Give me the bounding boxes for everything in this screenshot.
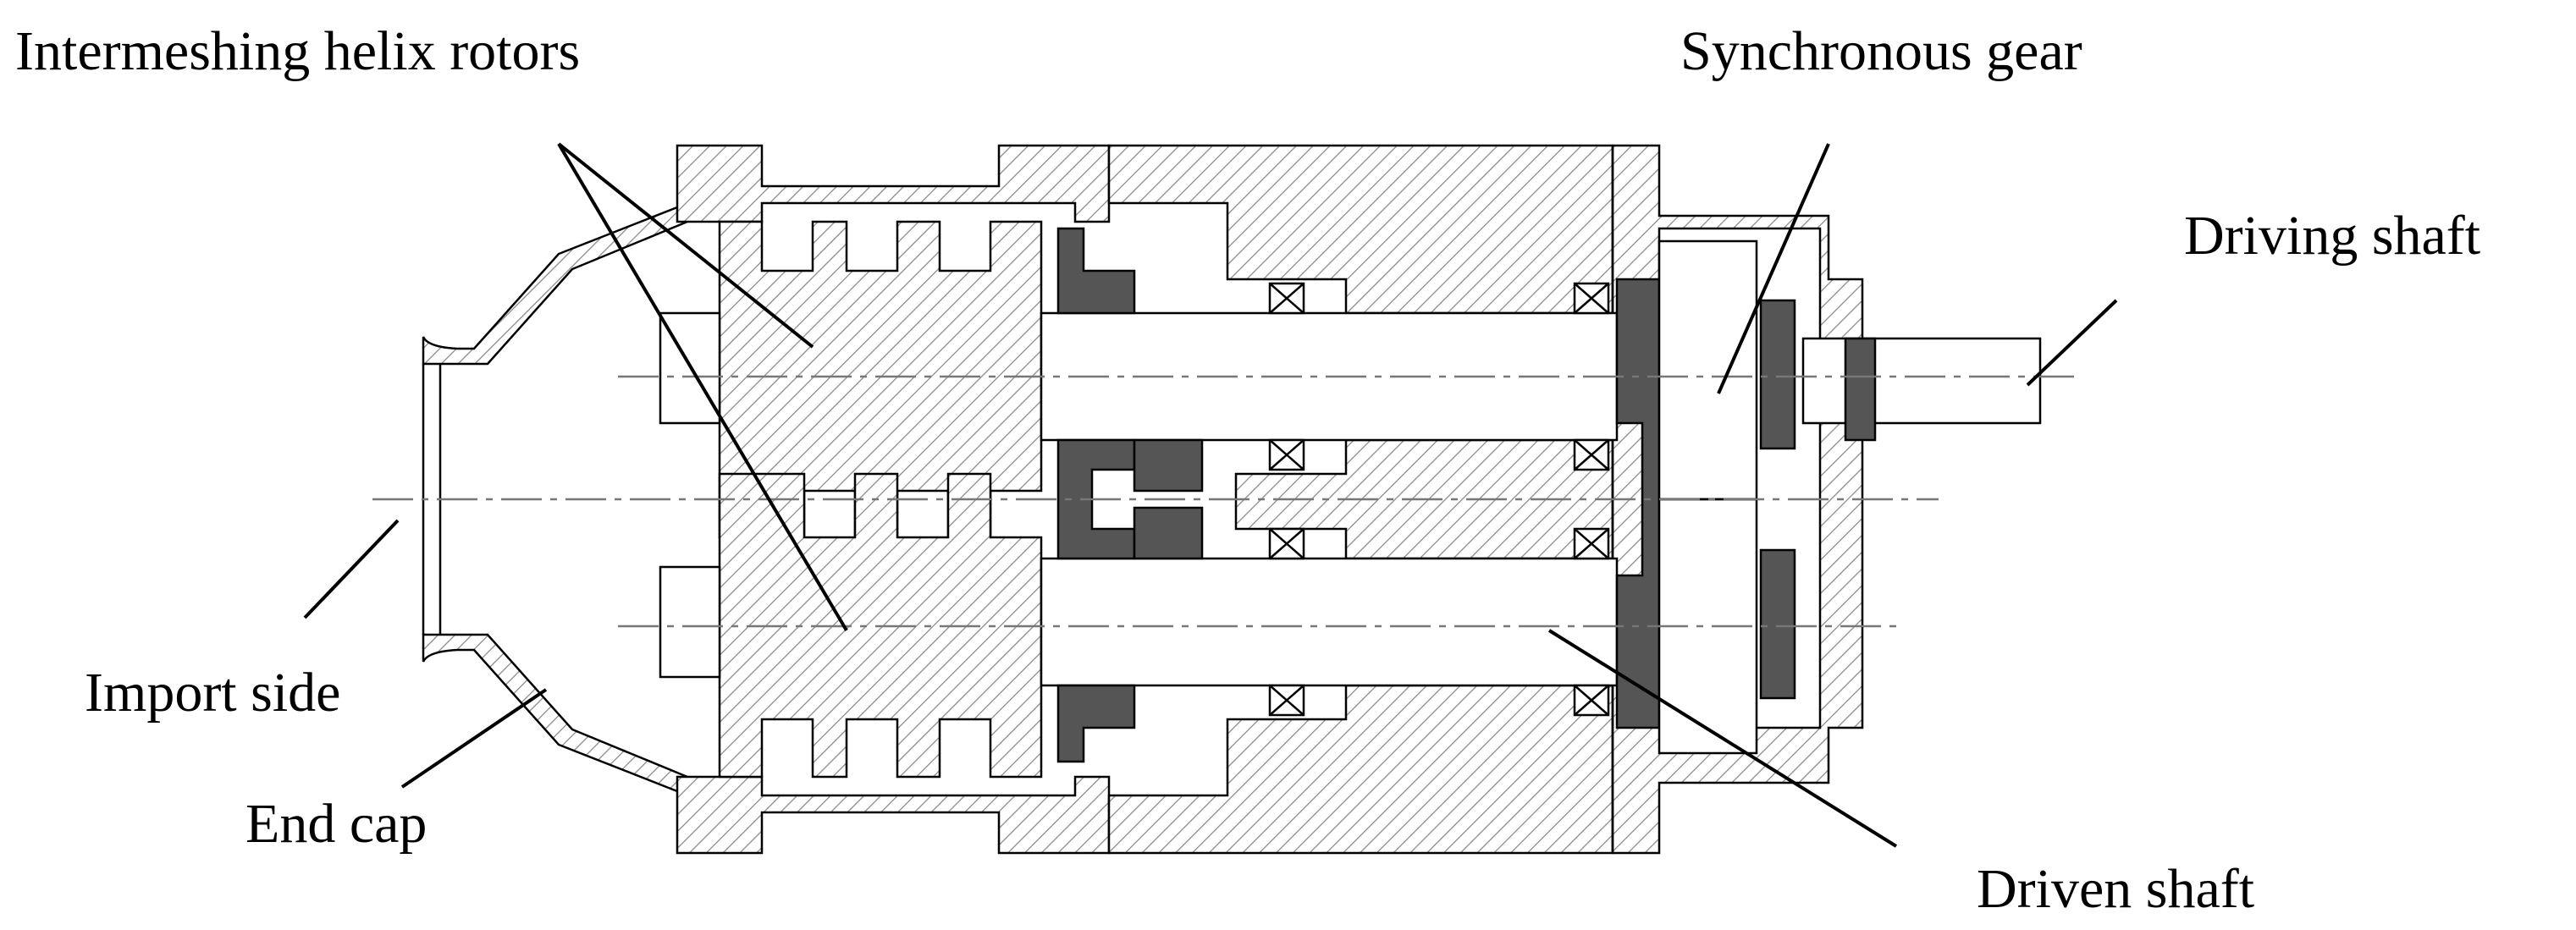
label-driving-shaft: Driving shaft — [2184, 205, 2480, 267]
shaft-seals — [1056, 227, 1204, 763]
label-end-cap: End cap — [245, 793, 427, 855]
center-lines — [372, 375, 2082, 628]
label-import-side: Import side — [85, 662, 340, 724]
label-intermeshing-helix-rotors: Intermeshing helix rotors — [15, 20, 580, 82]
leader-intermeshing-rotors-lower — [557, 142, 848, 632]
leader-lines — [303, 142, 2118, 848]
leader-import-side — [303, 519, 400, 619]
leader-intermeshing-rotors-upper — [557, 142, 814, 349]
bearings — [1268, 282, 1610, 717]
leader-synchronous-gear — [1717, 143, 1830, 394]
label-synchronous-gear: Synchronous gear — [1680, 20, 2082, 82]
leader-driven-shaft — [1547, 629, 1898, 848]
leader-end-cap — [400, 688, 548, 789]
driven-shaft-body — [1040, 557, 1619, 687]
leader-driving-shaft — [2026, 299, 2118, 387]
label-driven-shaft: Driven shaft — [1977, 858, 2254, 920]
